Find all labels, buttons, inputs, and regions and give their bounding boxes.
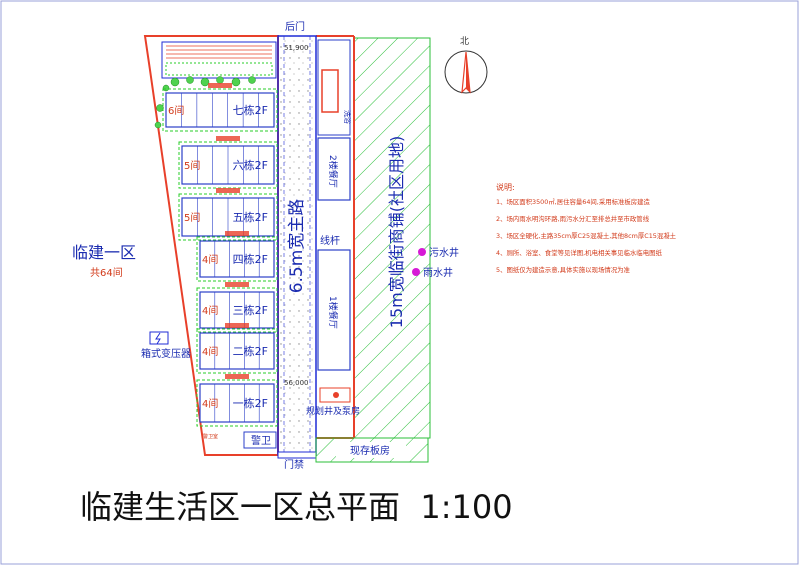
building-rooms: 4间 [202,397,218,410]
notes-list: 1、场区面积3500㎡,居住容量64间,采用标准板房建造 2、场内雨水明沟环路,雨… [496,197,677,274]
building-rooms: 4间 [202,345,218,358]
fence-outline [196,287,278,333]
fence-outline [178,193,278,241]
building-name: 三栋2F [233,303,268,317]
note-line: 5、图纸仅为建造示意,具体实施以现场情况为准 [496,265,631,274]
building-7: 4间 一栋2F [196,374,278,427]
canteen-outline [317,249,351,371]
canteen-blocks: 2楼餐厅 1楼餐厅 [317,137,351,371]
note-line: 1、场区面积3500㎡,居住容量64间,采用标准板房建造 [496,197,651,206]
canteen-outline [317,137,351,201]
building-rooms: 4间 [202,253,218,266]
building-name: 二栋2F [233,344,268,358]
fence-outline [162,88,278,132]
dormitory-buildings: 6间七栋2F5间六栋2F5间五栋2F4间四栋2F4间三栋2F4间二栋2F4间一栋… [162,83,278,427]
street-shops-zone [353,37,431,439]
zone-count: 共64间 [90,266,123,279]
lightning-icon [155,332,161,345]
north-label: 北 [460,36,469,47]
building-rooms: 4间 [202,304,218,317]
stair-marker [225,323,249,328]
rain-well-label: 雨水井 [423,266,453,279]
building-4: 4间 四栋2F [196,231,278,282]
canteen-label: 1楼餐厅 [327,296,339,329]
building-name: 七栋2F [233,103,268,117]
building-outline [199,332,275,370]
stair-marker [216,136,240,141]
building-6: 4间 二栋2F [196,323,278,374]
notes-title: 说明: [496,182,515,192]
rain-well-marker [412,268,420,276]
building-outline [165,92,275,128]
fence-outline [196,236,278,282]
main-gate-label: 门禁 [284,458,304,471]
pole-label: 线杆 [320,234,340,247]
fence-outline [196,379,278,427]
north-arrow: 北 [444,36,488,94]
tree-icons [154,76,256,129]
fence-outline [196,328,278,374]
site-boundary [143,35,279,456]
shower-label: 洗浴 [343,110,352,124]
guard-room [243,431,277,449]
building-name: 四栋2F [233,252,268,266]
sewage-well-label: 污水井 [429,246,459,259]
building-name: 五栋2F [233,210,268,224]
stair-marker [216,188,240,193]
building-5: 4间 三栋2F [196,282,278,333]
court-area [161,41,277,79]
stair-marker [208,83,232,88]
guard-label: 警卫 [251,434,271,447]
top-right-block [317,39,351,136]
guard-note: 警卫室 [203,433,218,440]
pump-house [319,387,351,403]
building-outline [199,383,275,423]
note-line: 3、场区全硬化,主路35cm厚C25混凝土,其他8cm厚C15混凝土 [496,231,677,240]
building-name: 六栋2F [233,158,268,172]
street-shops-label: 15m宽临街商铺(社区用地) [387,136,406,328]
plan-title: 临建生活区一区总平面 1:100 [80,488,513,526]
pump-house-label: 规划井及泵房 [306,405,360,417]
zone-name: 临建一区 [72,243,136,262]
building-outline [199,240,275,278]
main-road-label: 6.5m宽主路 [287,199,307,294]
building-1: 6间 七栋2F [162,83,278,132]
building-2: 5间 六栋2F [178,136,278,189]
existing-board-house-label: 现存板房 [350,444,390,457]
main-gate [277,451,317,459]
note-line: 4、厕所、浴室、食堂等见详图,机电相关事见临水临电图纸 [496,248,662,257]
court-stripes [166,45,272,59]
building-rooms: 5间 [184,211,200,224]
building-3: 5间 五栋2F [178,188,278,241]
back-gate-label: 后门 [285,20,305,33]
canteen-block-2: 1楼餐厅 [317,249,351,371]
transformer-box [149,331,169,345]
building-rooms: 6间 [168,104,184,117]
canteen-label: 2楼餐厅 [327,155,339,188]
stair-marker [225,231,249,236]
stair-marker [225,282,249,287]
building-rooms: 5间 [184,159,200,172]
canteen-block-1: 2楼餐厅 [317,137,351,201]
building-name: 一栋2F [233,396,268,410]
sewage-well-marker [418,248,426,256]
stair-marker [225,374,249,379]
transformer-label: 箱式变压器 [141,347,191,360]
dimension-bottom: 56,000 [284,379,309,387]
note-line: 2、场内雨水明沟环路,雨污水分汇至排总井至市政管线 [496,214,650,223]
dimension-top: 51,900 [284,44,309,52]
